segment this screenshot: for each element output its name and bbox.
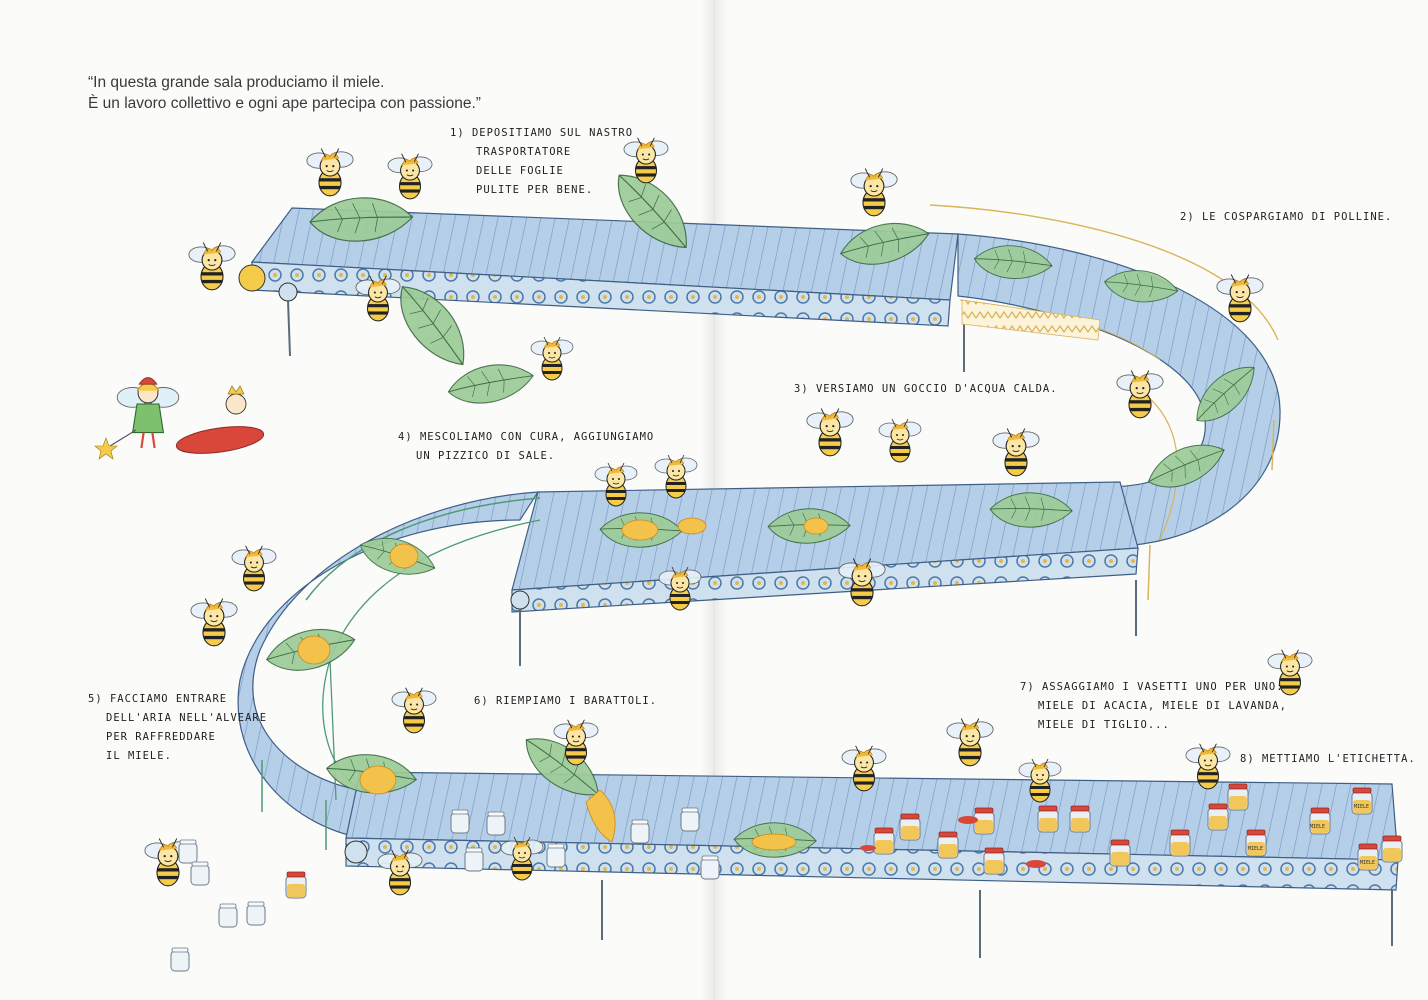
caption-step-7-line-3: miele di tiglio... <box>1038 719 1170 731</box>
honey-jars <box>170 783 1403 972</box>
caption-step-6: 6) Riempiamo i barattoli. <box>474 692 657 711</box>
caption-step-5-line-2: dell'aria nell'alveare <box>106 712 268 724</box>
caption-step-5-line-1: 5) Facciamo entrare <box>88 693 228 705</box>
caption-step-1-line-1: 1) Depositiamo sul nastro <box>450 127 634 139</box>
caption-step-1-line-2: trasportatore <box>476 146 572 158</box>
caption-step-7-line-2: miele di acacia, miele di lavanda, <box>1038 700 1287 712</box>
caption-step-5: 5) Facciamo entrare dell'aria nell'alvea… <box>88 690 267 766</box>
caption-step-1-line-4: pulite per bene. <box>476 184 594 196</box>
caption-step-8: 8) Mettiamo l'etichetta. <box>1240 750 1416 769</box>
caption-step-4-line-2: un pizzico di sale. <box>416 450 556 462</box>
caption-step-3-line-1: 3) Versiamo un goccio d'acqua calda. <box>794 383 1058 395</box>
caption-step-2-line-1: 2) Le cospargiamo di polline. <box>1180 211 1393 223</box>
conveyor-belt-1 <box>238 207 965 372</box>
caption-step-8-line-1: 8) Mettiamo l'etichetta. <box>1240 753 1416 765</box>
caption-step-5-line-4: il miele. <box>106 750 172 762</box>
caption-step-2: 2) Le cospargiamo di polline. <box>1180 208 1392 227</box>
intro-line-1: “In questa grande sala produciamo il mie… <box>88 74 385 91</box>
caption-step-7: 7) Assaggiamo i vasetti uno per uno: mie… <box>1020 678 1287 735</box>
caption-step-4-line-1: 4) Mescoliamo con cura, aggiungiamo <box>398 431 655 443</box>
honey-globs <box>297 517 829 851</box>
intro-line-2: È un lavoro collettivo e ogni ape partec… <box>88 95 481 112</box>
caption-step-6-line-1: 6) Riempiamo i barattoli. <box>474 695 658 707</box>
caption-step-3: 3) Versiamo un goccio d'acqua calda. <box>794 380 1058 399</box>
caption-step-1: 1) Depositiamo sul nastro trasportatore … <box>450 124 633 200</box>
caption-step-7-line-1: 7) Assaggiamo i vasetti uno per uno: <box>1020 681 1284 693</box>
fairy-and-queen <box>94 376 265 460</box>
caption-step-4: 4) Mescoliamo con cura, aggiungiamo un p… <box>398 428 654 466</box>
caption-step-5-line-3: per raffreddare <box>106 731 216 743</box>
caption-step-1-line-3: delle foglie <box>476 165 564 177</box>
intro-quote: “In questa grande sala produciamo il mie… <box>88 72 481 114</box>
